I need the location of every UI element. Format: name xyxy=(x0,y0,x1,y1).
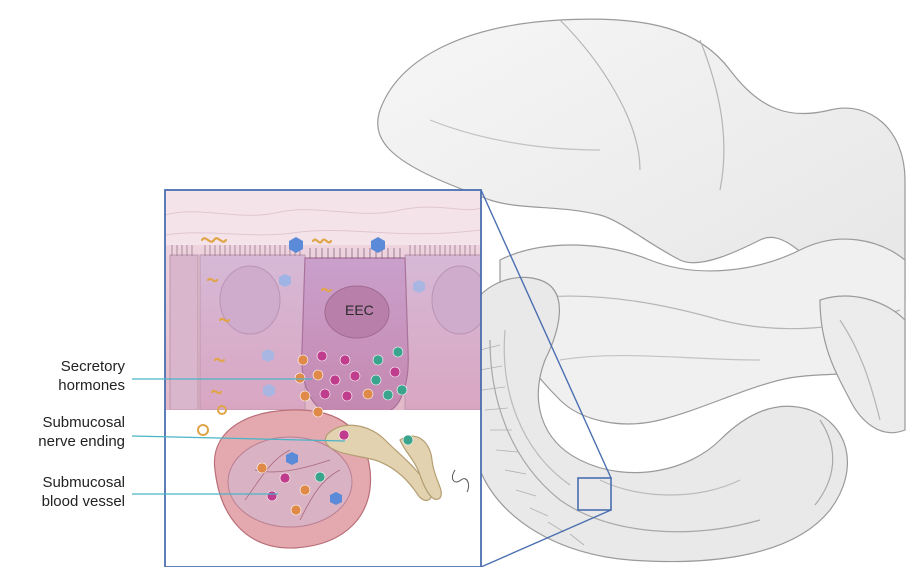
label-secretory-hormones: Secretory hormones xyxy=(20,357,125,395)
label-submucosal-nerve-ending: Submucosal nerve ending xyxy=(20,413,125,451)
label-submucosal-blood-vessel: Submucosal blood vessel xyxy=(20,473,125,511)
eec-label: EEC xyxy=(345,302,374,318)
